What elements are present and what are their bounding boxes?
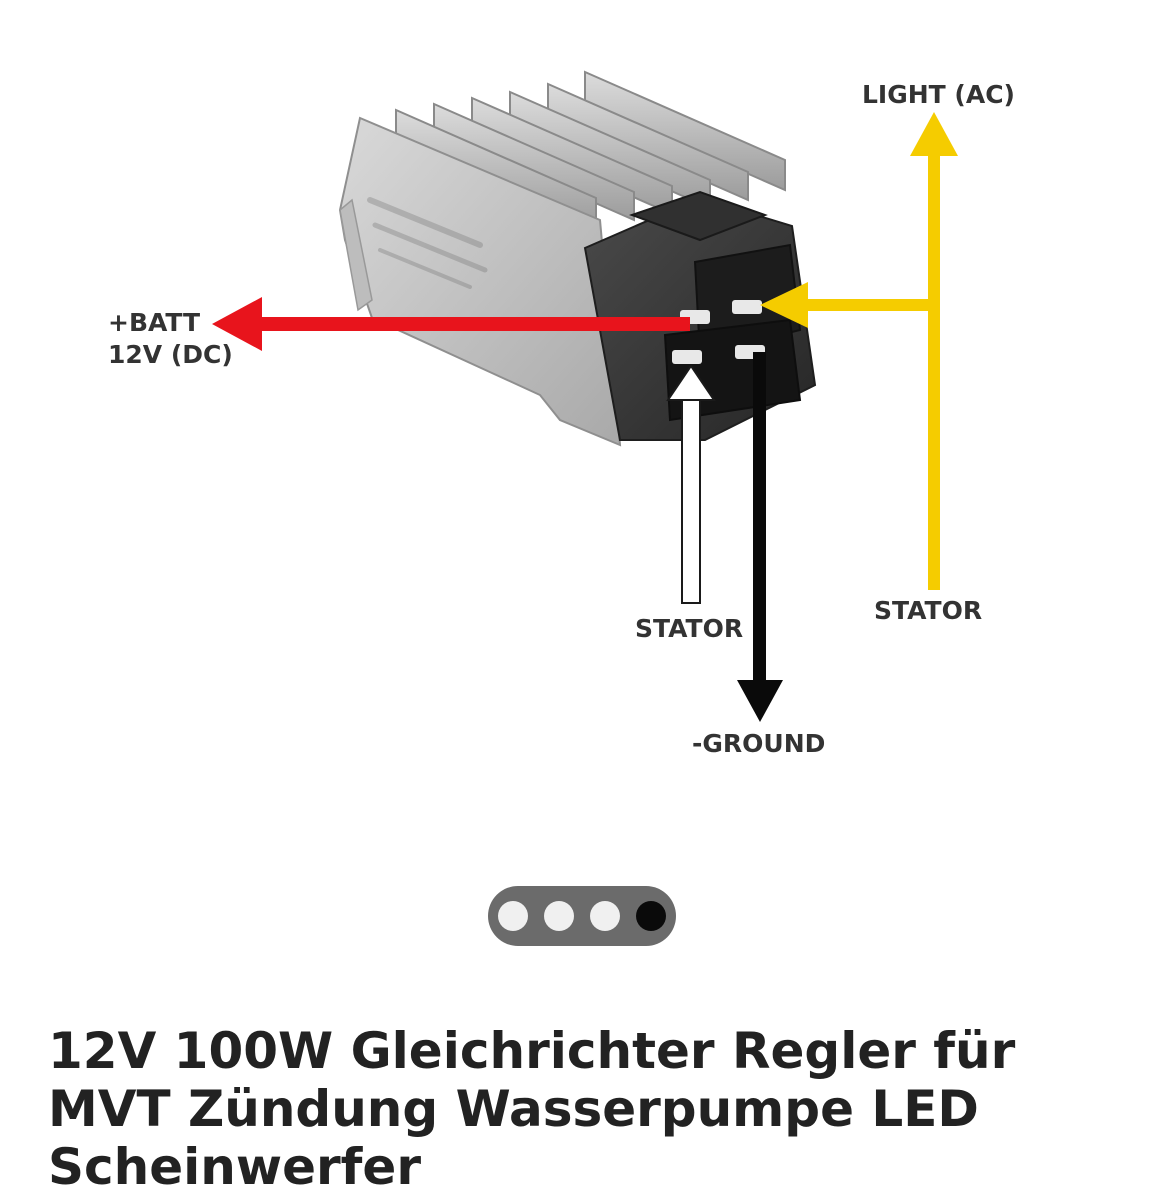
- product-title: 12V 100W Gleichrichter Regler für MVT Zü…: [48, 1022, 1016, 1196]
- stator-left-label: STATOR: [635, 614, 743, 643]
- light-ac-wire: [760, 112, 958, 590]
- stator-right-label: STATOR: [874, 596, 982, 625]
- carousel-dot-1[interactable]: [498, 901, 528, 931]
- cooling-fins: [395, 70, 786, 228]
- ground-wire: [737, 352, 783, 722]
- stator-ac-wire: [666, 364, 716, 604]
- carousel-dot-4[interactable]: [636, 901, 666, 931]
- carousel-dot-3[interactable]: [590, 901, 620, 931]
- embossed-marking: [367, 197, 488, 289]
- batt-dc-wire: [212, 297, 690, 351]
- batt-label-line1: +BATT: [108, 308, 200, 337]
- regulator-device: [338, 70, 817, 447]
- light-ac-label: LIGHT (AC): [862, 80, 1015, 109]
- product-image-wiring-diagram[interactable]: LIGHT (AC) +BATT 12V (DC) STATOR STATOR …: [0, 0, 1163, 860]
- ground-label: -GROUND: [692, 729, 825, 758]
- batt-label-line2: 12V (DC): [108, 340, 233, 369]
- image-carousel-indicator[interactable]: [488, 886, 676, 946]
- carousel-dot-2[interactable]: [544, 901, 574, 931]
